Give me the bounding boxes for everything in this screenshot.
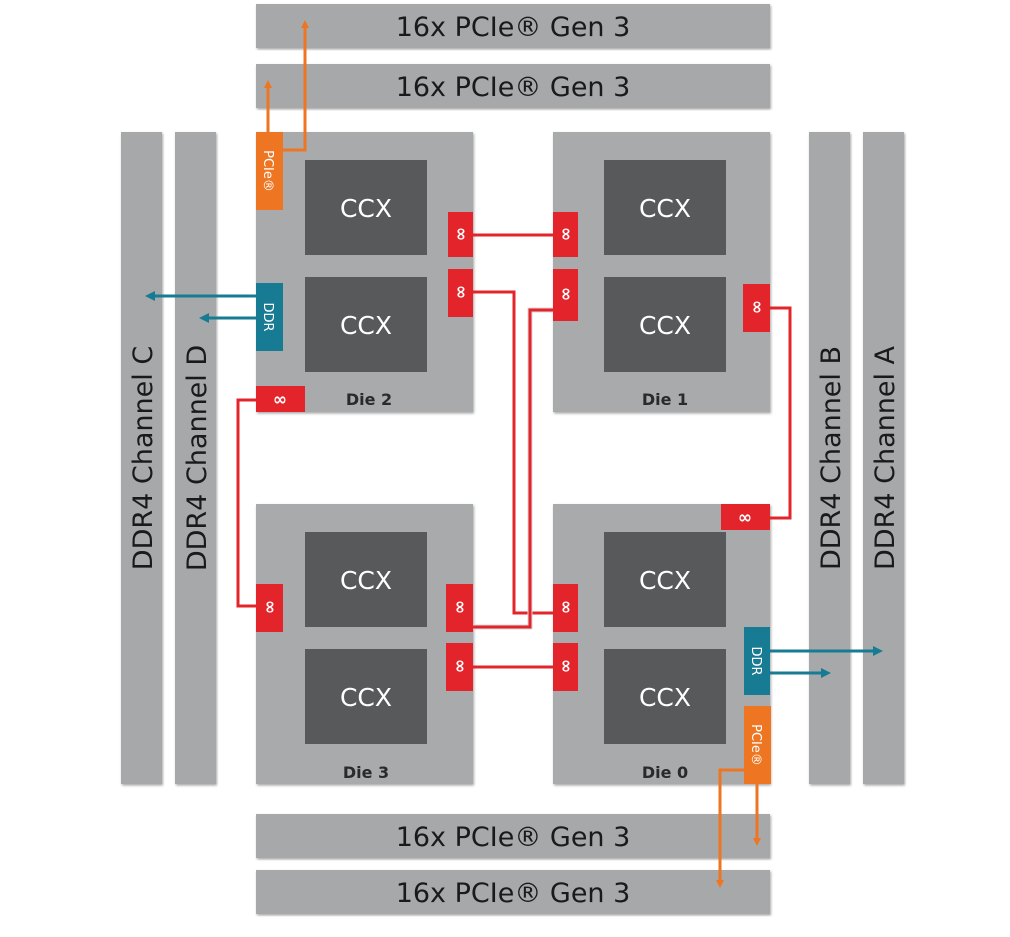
infinity-port — [448, 269, 473, 317]
ddr-port-die2 — [256, 283, 283, 351]
infinity-port — [256, 386, 305, 412]
ddr-channel-label: DDR4 Channel B — [816, 346, 847, 570]
infinity-icon: ∞ — [556, 600, 576, 614]
pcie-port-label: PCIe® — [260, 150, 275, 192]
pcie-arrow-bottom-2 — [716, 768, 744, 888]
die-3: CCX CCX Die 3 — [256, 504, 473, 784]
pcie-bar-label: 16x PCIe® Gen 3 — [396, 878, 631, 909]
pcie-bar-top-2: 16x PCIe® Gen 3 — [256, 64, 770, 108]
ddr-port-label: DDR — [748, 646, 763, 675]
ccx-label: CCX — [639, 566, 691, 595]
infinity-icon: ∞ — [738, 508, 752, 528]
infinity-icon: ∞ — [556, 659, 576, 673]
if-link-die1-die3 — [473, 308, 553, 629]
infinity-port — [553, 584, 578, 632]
infinity-icon: ∞ — [556, 227, 576, 241]
die-label: Die 3 — [343, 763, 389, 782]
if-link-die2-die0 — [473, 290, 553, 615]
if-link-die1-die0 — [770, 306, 792, 520]
infinity-icon: ∞ — [450, 659, 470, 673]
ddr-channel-c-bar: DDR4 Channel C — [121, 132, 162, 784]
pcie-bar-label: 16x PCIe® Gen 3 — [396, 822, 631, 853]
infinity-port — [256, 584, 283, 632]
infinity-icon: ∞ — [273, 390, 287, 410]
die-1: CCX CCX Die 1 — [553, 132, 770, 412]
infinity-ports: ∞ ∞ ∞ ∞ ∞ ∞ ∞ ∞ ∞ ∞ ∞ ∞ — [256, 212, 770, 691]
pcie-bar-label: 16x PCIe® Gen 3 — [396, 72, 631, 103]
ccx-label: CCX — [340, 311, 392, 340]
ddr-channel-d-bar: DDR4 Channel D — [175, 132, 216, 784]
infinity-port — [553, 212, 578, 257]
infinity-port — [446, 584, 473, 632]
ccx-block — [305, 277, 427, 372]
ccx-label: CCX — [639, 194, 691, 223]
pcie-connections: PCIe® PCIe® — [256, 20, 771, 888]
infinity-port — [743, 284, 770, 332]
ddr-connections: DDR DDR — [145, 283, 883, 695]
die-label: Die 0 — [642, 763, 688, 782]
ccx-block — [604, 532, 726, 627]
ccx-label: CCX — [340, 194, 392, 223]
infinity-icon: ∞ — [451, 285, 471, 299]
infinity-port — [721, 504, 770, 530]
die-label: Die 2 — [346, 390, 392, 409]
ccx-block — [305, 160, 427, 255]
ccx-block — [305, 649, 427, 744]
pcie-bar-label: 16x PCIe® Gen 3 — [396, 12, 631, 43]
ddr-port-die0 — [744, 627, 770, 695]
ddr-channel-label: DDR4 Channel A — [870, 345, 901, 570]
infinity-icon: ∞ — [260, 600, 280, 614]
pcie-port-label: PCIe® — [748, 724, 763, 766]
ddr-port-label: DDR — [260, 302, 275, 331]
infinity-port — [553, 269, 578, 321]
ccx-label: CCX — [639, 311, 691, 340]
ddr-channel-label: DDR4 Channel C — [128, 346, 159, 570]
die-label: Die 1 — [642, 390, 688, 409]
ccx-block — [604, 649, 726, 744]
infinity-icon: ∞ — [451, 227, 471, 241]
pcie-bar-bottom-2: 16x PCIe® Gen 3 — [256, 870, 770, 914]
ccx-label: CCX — [639, 683, 691, 712]
infinity-icon: ∞ — [556, 287, 576, 301]
ddr-channel-a-bar: DDR4 Channel A — [863, 132, 904, 784]
infinity-port — [446, 643, 473, 691]
infinity-icon: ∞ — [450, 600, 470, 614]
ccx-block — [604, 277, 726, 372]
ddr-channel-label: DDR4 Channel D — [182, 345, 213, 571]
ccx-label: CCX — [340, 566, 392, 595]
pcie-port-die0 — [744, 706, 771, 784]
infinity-port — [448, 212, 473, 257]
pcie-arrow-top-1 — [282, 20, 309, 152]
infinity-icon: ∞ — [747, 300, 767, 314]
ccx-block — [305, 532, 427, 627]
infinity-port — [553, 643, 578, 691]
die-0: CCX CCX Die 0 — [553, 504, 770, 784]
ccx-block — [604, 160, 726, 255]
pcie-port-die2 — [256, 132, 283, 210]
if-link-die2-die3 — [236, 398, 258, 608]
ddr-channel-b-bar: DDR4 Channel B — [809, 132, 850, 784]
pcie-bar-bottom-1: 16x PCIe® Gen 3 — [256, 814, 770, 858]
infinity-fabric-links — [236, 233, 792, 669]
ccx-label: CCX — [340, 683, 392, 712]
pcie-bar-top-1: 16x PCIe® Gen 3 — [256, 4, 770, 48]
die-2: CCX CCX Die 2 — [256, 132, 473, 412]
